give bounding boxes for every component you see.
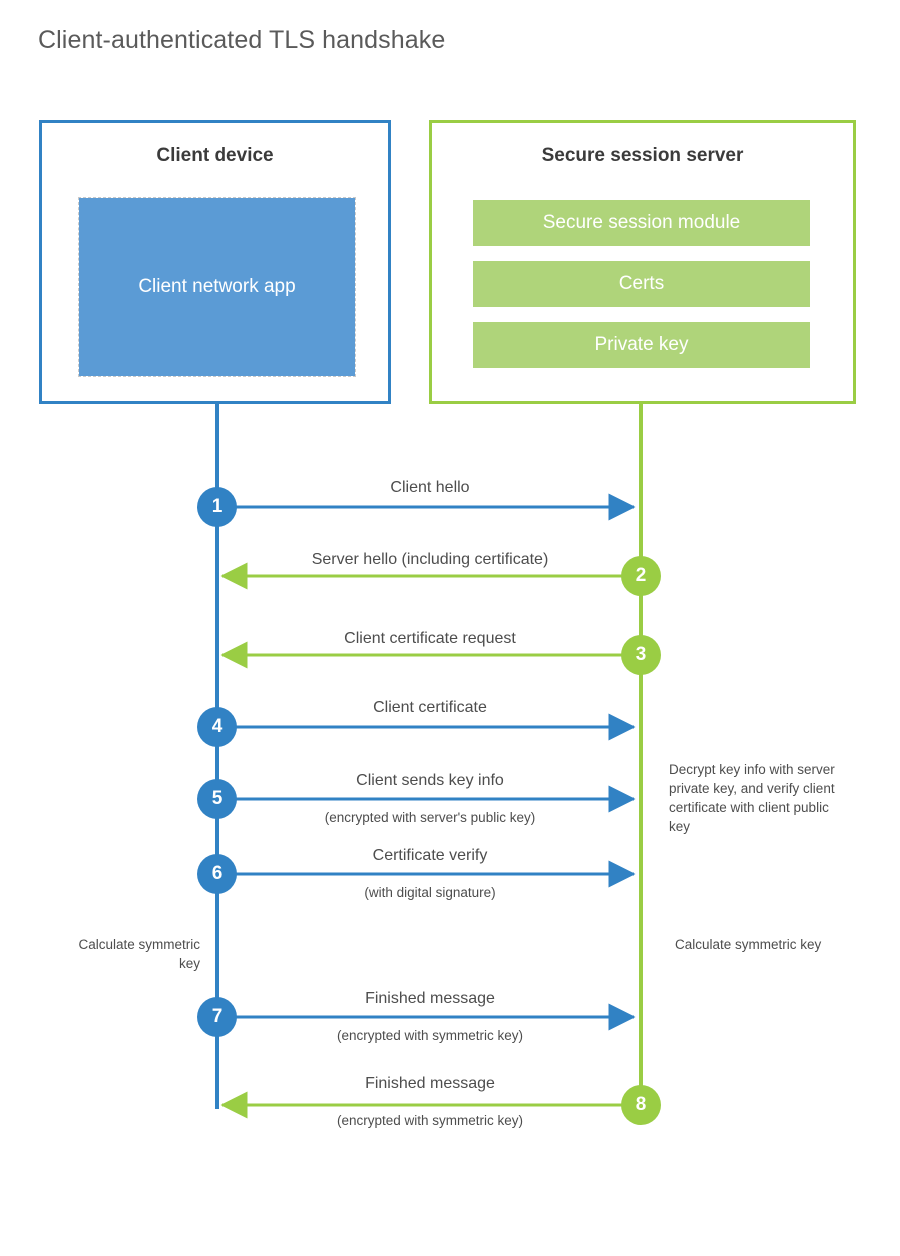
secure-session-server-title: Secure session server: [541, 145, 744, 166]
annotation-server-calculate-symmetric-key: Calculate symmetric key: [675, 937, 822, 952]
message-label-6: Certificate verify: [372, 847, 488, 864]
message-label-5: Client sends key info: [356, 772, 504, 789]
step-circle-2[interactable]: 2: [621, 556, 661, 596]
server-components-list: Secure session module Certs Private key: [473, 200, 810, 368]
message-label-7: Finished message: [365, 990, 495, 1007]
message-sublabel-6: (with digital signature): [364, 885, 496, 900]
client-network-app-label: Client network app: [138, 276, 296, 298]
message-label-3: Client certificate request: [344, 630, 516, 647]
secure-session-server-box: Secure session server Secure session mod…: [429, 120, 856, 404]
step-circle-1[interactable]: 1: [197, 487, 237, 527]
step-circle-6[interactable]: 6: [197, 854, 237, 894]
server-component-secure-session-module: Secure session module: [473, 200, 810, 246]
client-device-title: Client device: [156, 145, 274, 166]
step-circle-7[interactable]: 7: [197, 997, 237, 1037]
annotation-server-decrypt: Decrypt key info with server private key…: [669, 762, 835, 835]
message-label-2: Server hello (including certificate): [311, 551, 549, 568]
client-device-box: Client device Client network app: [39, 120, 391, 404]
step-circle-5[interactable]: 5: [197, 779, 237, 819]
message-label-1: Client hello: [390, 479, 470, 496]
message-sublabel-8: (encrypted with symmetric key): [336, 1113, 524, 1128]
step-circle-8[interactable]: 8: [621, 1085, 661, 1125]
message-label-4: Client certificate: [373, 699, 487, 716]
server-component-private-key: Private key: [473, 322, 810, 368]
server-component-certs: Certs: [473, 261, 810, 307]
annotation-client-calculate-symmetric-key: Calculate symmetric key: [78, 937, 200, 972]
message-sublabel-5: (encrypted with server's public key): [324, 810, 536, 825]
server-lifeline: [639, 404, 643, 1105]
step-circle-3[interactable]: 3: [621, 635, 661, 675]
message-sublabel-7: (encrypted with symmetric key): [336, 1028, 524, 1043]
message-label-8: Finished message: [365, 1075, 495, 1092]
page-title: Client-authenticated TLS handshake: [38, 26, 446, 54]
step-circle-4[interactable]: 4: [197, 707, 237, 747]
client-lifeline: [215, 404, 219, 1109]
client-network-app-block: Client network app: [78, 197, 356, 377]
